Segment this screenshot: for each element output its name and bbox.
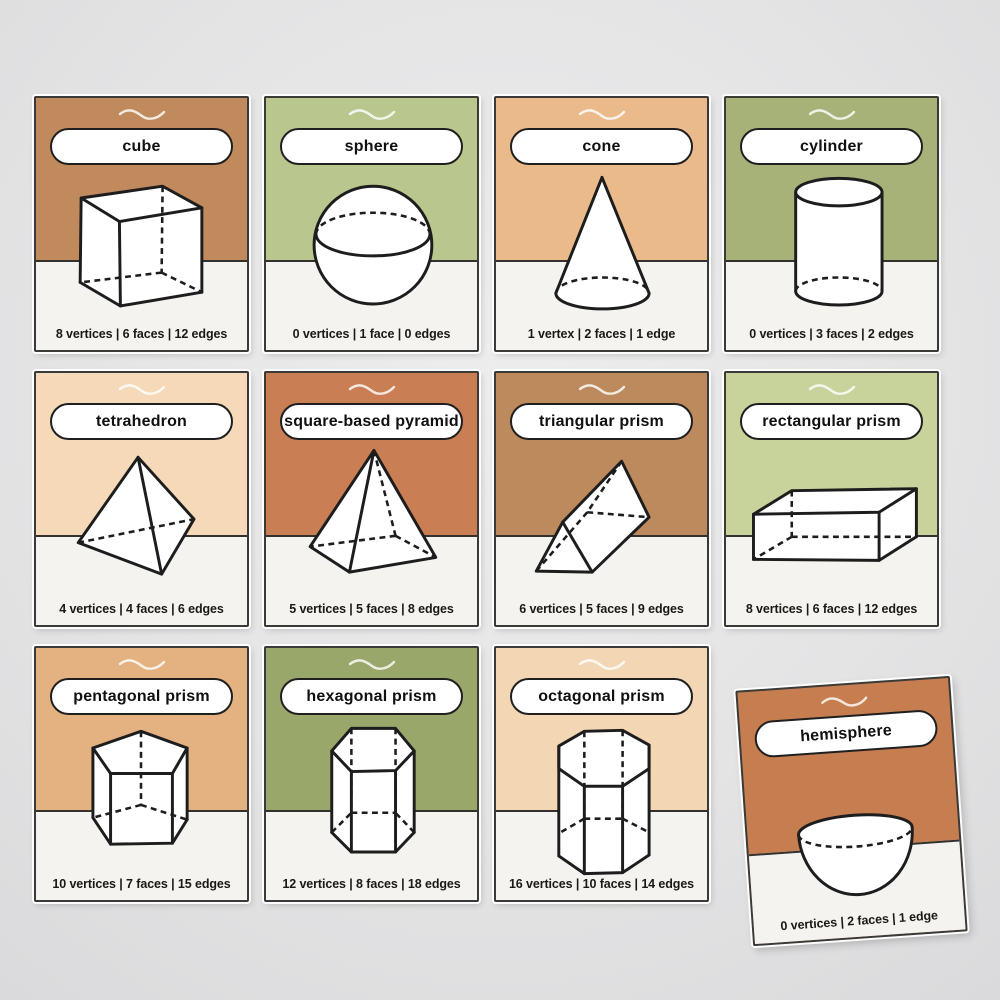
shape-name-pill: square-based pyramid [280, 403, 463, 440]
squiggle-icon [578, 109, 625, 120]
shape-name-pill: cylinder [740, 128, 923, 165]
squiggle-icon [348, 659, 395, 670]
octagonal-prism-illustration [557, 728, 651, 876]
squiggle-icon [808, 384, 855, 395]
shape-name-pill: tetrahedron [50, 403, 233, 440]
stats-text: 0 vertices | 1 face | 0 edges [292, 327, 451, 341]
stats-text: 10 vertices | 7 faces | 15 edges [52, 877, 231, 891]
cylinder-illustration [794, 176, 884, 307]
shape-name-label: hemisphere [799, 721, 893, 745]
flashcard-octagonal-prism[interactable]: octagonal prism 16 vertices | 10 faces |… [494, 646, 709, 902]
hemisphere-illustration [797, 813, 914, 897]
shape-name-pill: triangular prism [510, 403, 693, 440]
shape-name-pill: pentagonal prism [50, 678, 233, 715]
shape-name-pill: rectangular prism [740, 403, 923, 440]
flashcard-tetrahedron[interactable]: tetrahedron 4 vertices | 4 faces | 6 edg… [34, 371, 249, 627]
squiggle-icon [808, 109, 855, 120]
cone-illustration [554, 175, 651, 311]
cube-illustration [78, 184, 204, 308]
tetrahedron-illustration [76, 455, 196, 576]
squiggle-icon [578, 384, 625, 395]
flashcard-square-based-pyramid[interactable]: square-based pyramid 5 vertices | 5 face… [264, 371, 479, 627]
shape-name-pill: octagonal prism [510, 678, 693, 715]
shape-name-label: sphere [344, 137, 399, 155]
squiggle-icon [118, 659, 165, 670]
flashcard-rectangular-prism[interactable]: rectangular prism 8 vertices | 6 faces |… [724, 371, 939, 627]
shape-name-pill: hexagonal prism [280, 678, 463, 715]
shape-name-label: rectangular prism [762, 412, 901, 430]
shape-name-label: hexagonal prism [306, 687, 437, 705]
shape-name-pill: sphere [280, 128, 463, 165]
shape-name-label: octagonal prism [538, 687, 665, 705]
squiggle-icon [578, 659, 625, 670]
shape-name-pill: cube [50, 128, 233, 165]
pentagonal-prism-illustration [91, 729, 189, 846]
stats-text: 8 vertices | 6 faces | 12 edges [745, 602, 918, 616]
flashcard-sphere[interactable]: sphere 0 vertices | 1 face | 0 edges [264, 96, 479, 352]
flashcard-hemisphere[interactable]: hemisphere 0 vertices | 2 faces | 1 edge [735, 675, 968, 947]
sphere-illustration [312, 184, 434, 306]
shape-name-label: cone [582, 137, 621, 155]
shape-name-label: square-based pyramid [284, 412, 459, 430]
flashcard-cylinder[interactable]: cylinder 0 vertices | 3 faces | 2 edges [724, 96, 939, 352]
flashcard-hexagonal-prism[interactable]: hexagonal prism 12 vertices | 8 faces | … [264, 646, 479, 902]
square-based-pyramid-illustration [308, 448, 438, 574]
rectangular-prism-illustration [752, 487, 918, 562]
stats-text: 12 vertices | 8 faces | 18 edges [282, 877, 461, 891]
stats-text: 6 vertices | 5 faces | 9 edges [519, 602, 684, 616]
stats-text: 5 vertices | 5 faces | 8 edges [289, 602, 454, 616]
stats-text: 4 vertices | 4 faces | 6 edges [59, 602, 224, 616]
hexagonal-prism-illustration [330, 726, 416, 854]
squiggle-icon [348, 109, 395, 120]
stats-text: 1 vertex | 2 faces | 1 edge [527, 327, 676, 341]
squiggle-icon [348, 384, 395, 395]
squiggle-icon [820, 696, 867, 707]
flashcard-pentagonal-prism[interactable]: pentagonal prism 10 vertices | 7 faces |… [34, 646, 249, 902]
triangular-prism-illustration [534, 459, 651, 574]
shape-name-label: cylinder [800, 137, 863, 155]
shape-name-label: tetrahedron [95, 412, 188, 430]
flashcard-cube[interactable]: cube 8 vertices | 6 faces | 12 edges [34, 96, 249, 352]
squiggle-icon [118, 384, 165, 395]
stats-text: 0 vertices | 3 faces | 2 edges [749, 327, 914, 341]
shape-name-label: cube [122, 137, 161, 155]
flashcard-cone[interactable]: cone 1 vertex | 2 faces | 1 edge [494, 96, 709, 352]
shape-name-pill: cone [510, 128, 693, 165]
shape-name-label: pentagonal prism [73, 687, 210, 705]
squiggle-icon [118, 109, 165, 120]
stats-text: 16 vertices | 10 faces | 14 edges [508, 877, 695, 891]
shape-name-label: triangular prism [538, 412, 664, 430]
flashcard-triangular-prism[interactable]: triangular prism 6 vertices | 5 faces | … [494, 371, 709, 627]
stats-text: 8 vertices | 6 faces | 12 edges [55, 327, 228, 341]
